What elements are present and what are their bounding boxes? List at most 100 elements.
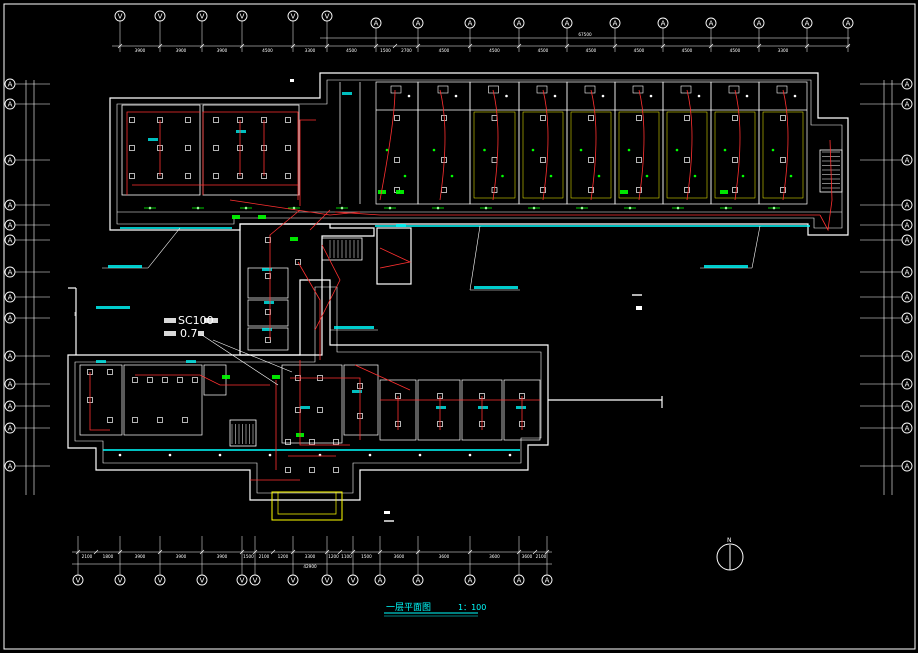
light-fixture	[732, 187, 738, 193]
dim-text-bottom: 1200	[328, 554, 339, 559]
light-fixture	[213, 173, 219, 179]
axis-bubble-right-label: A	[905, 403, 910, 411]
outlet	[745, 94, 749, 98]
light-fixture	[636, 187, 642, 193]
axis-bubble-top-v-label: V	[240, 13, 245, 21]
light-fixture	[107, 417, 113, 423]
axis-bubble-bottom-label: V	[158, 577, 163, 585]
circuit-run	[202, 111, 299, 200]
axis-bubble-right-label: A	[905, 315, 910, 323]
light-fixture	[285, 467, 291, 473]
axis-bubble-right-label: A	[905, 81, 910, 89]
light-fixture	[185, 145, 191, 151]
light-fixture	[129, 117, 135, 123]
dim-text-top: 3900	[135, 48, 146, 53]
light-fixture	[309, 439, 315, 445]
outlet	[771, 148, 775, 152]
room-tag	[342, 92, 352, 95]
light-fixture	[177, 377, 183, 383]
dim-text-top: 4500	[262, 48, 273, 53]
circuit-run	[89, 372, 110, 431]
north-arrow: N	[716, 537, 744, 571]
circuit-tag	[396, 190, 404, 194]
axis-bubble-top-v-label: V	[118, 13, 123, 21]
circuit-tag	[232, 215, 240, 219]
light-fixture	[684, 115, 690, 121]
axis-bubble-right-label: A	[905, 101, 910, 109]
outlet	[501, 174, 504, 178]
axis-bubble-left-label: A	[8, 202, 13, 210]
outlet	[601, 94, 605, 98]
axis-bubble-left-label: A	[8, 315, 13, 323]
outlet	[789, 174, 793, 178]
room-tag	[96, 360, 106, 363]
axis-bubble-left-label: A	[8, 269, 13, 277]
axis-bubble-bottom-label: A	[468, 577, 473, 585]
axis-bubble-top-a-label: A	[374, 20, 379, 28]
outlet	[403, 174, 407, 178]
axis-bubble-right-label: A	[905, 237, 910, 245]
axis-bubble-bottom-label: V	[240, 577, 245, 585]
light-fixture	[333, 467, 339, 473]
outlet	[693, 174, 697, 178]
dim-total-top: 67500	[578, 32, 592, 37]
dim-text-bottom: 3600	[439, 554, 450, 559]
axis-bubble-bottom-label: V	[253, 577, 258, 585]
outlet	[385, 148, 389, 152]
light-fixture	[285, 173, 291, 179]
axis-bubble-top-a-label: A	[565, 20, 570, 28]
dim-text-bottom: 3900	[176, 554, 187, 559]
axis-bubble-left-label: A	[8, 81, 13, 89]
circuit-run	[299, 360, 350, 446]
stairs	[231, 151, 840, 444]
axis-bubble-top-a-label: A	[416, 20, 421, 28]
axis-bubble-right-label: A	[905, 202, 910, 210]
outlet	[407, 94, 411, 98]
circuit-run	[334, 211, 820, 216]
light-fixture	[394, 115, 400, 121]
light-fixture	[192, 377, 198, 383]
axis-bubble-bottom-label: V	[351, 577, 356, 585]
axis-bubble-left-label: A	[8, 101, 13, 109]
outlet	[268, 453, 272, 457]
outlet	[697, 94, 701, 98]
dim-text-bottom: 1800	[103, 554, 114, 559]
axis-bubble-bottom-label: V	[291, 577, 296, 585]
circuit-run	[309, 209, 331, 231]
light-fixture	[295, 407, 301, 413]
circuit-run	[379, 89, 396, 201]
outlet	[450, 174, 454, 178]
light-fixture	[394, 157, 400, 163]
leader-tags	[96, 265, 748, 329]
light-fixtures	[87, 85, 797, 473]
light-fixture	[317, 407, 323, 413]
dim-text-bottom: 3600	[522, 554, 533, 559]
light-fixture	[265, 237, 271, 243]
conduit-size-label: SC100	[178, 314, 214, 327]
light-fixture	[540, 187, 546, 193]
light-fixture	[129, 173, 135, 179]
room-tag	[516, 406, 526, 409]
room-tag	[436, 406, 446, 409]
dim-text-top: 4500	[682, 48, 693, 53]
outlet	[627, 148, 631, 152]
misc-marks	[290, 79, 642, 522]
light-fixture	[157, 417, 163, 423]
axis-bubble-right-label: A	[905, 269, 910, 277]
axis-bubble-bottom-label: A	[416, 577, 421, 585]
outlet	[418, 453, 422, 457]
outlet	[645, 174, 649, 178]
axis-bubble-bottom-label: A	[545, 577, 550, 585]
dim-text-top: 4500	[730, 48, 741, 53]
outlet	[168, 453, 172, 457]
light-fixture	[780, 157, 786, 163]
dimension-lines-side	[25, 80, 893, 495]
dim-text-bottom: 1200	[278, 554, 289, 559]
dim-text-bottom: 1100	[341, 554, 352, 559]
outlet	[597, 174, 601, 178]
dim-text-bottom: 3600	[394, 554, 405, 559]
dim-text-top: 3300	[305, 48, 316, 53]
outlet	[483, 148, 486, 152]
outlet	[368, 453, 372, 457]
